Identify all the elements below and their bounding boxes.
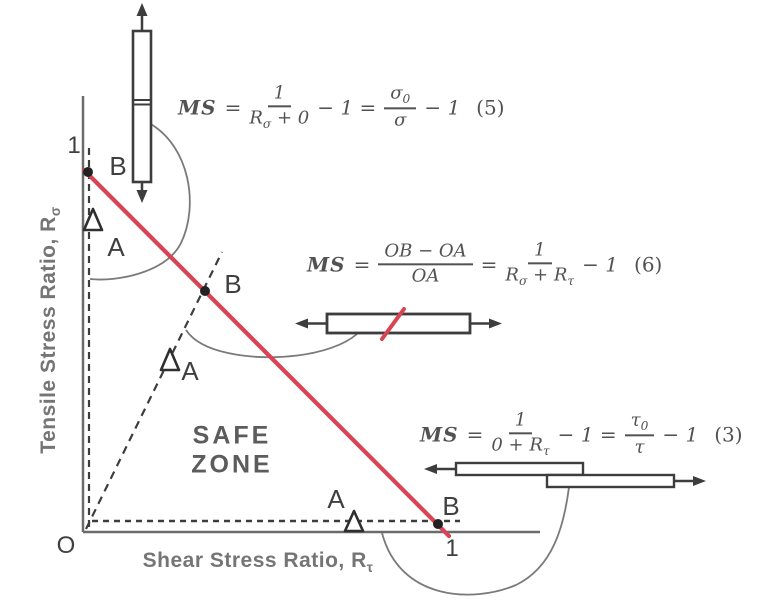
y-axis-title-text: Tensile Stress Ratio, R [36, 216, 60, 454]
eq5-lhs: MS [178, 95, 217, 119]
x-axis-title-text: Shear Stress Ratio, R [142, 548, 367, 572]
y-axis-title-subscript: σ [48, 206, 64, 217]
eq3-fraction-2: τ0 τ [624, 409, 655, 457]
eq6-lhs: MS [307, 252, 346, 276]
eq3-fraction-1: 1 0 + Rτ [491, 410, 549, 458]
eq5-f1-den-sub: σ [262, 116, 272, 131]
point-b-shear-dot [433, 519, 443, 529]
eq3-f1-denominator: 0 + Rτ [491, 434, 549, 458]
shear-specimen-sketch [424, 461, 706, 489]
point-a-combined-triangle [159, 347, 181, 372]
shear-specimen-left-arrowhead-icon [424, 464, 437, 474]
eq5-equals: = [224, 95, 242, 119]
tension-specimen-sketch [131, 3, 153, 203]
equation-3: MS = 1 0 + Rτ − 1 = τ0 τ − 1 (3) [420, 409, 743, 458]
point-b-combined-dot [200, 286, 210, 296]
point-a-combined-label: A [181, 356, 199, 386]
eq6-f2-numerator: 1 [528, 240, 552, 265]
eq5-f2-num-sub: 0 [402, 91, 411, 106]
tension-specimen-top-arrowhead-icon [136, 3, 148, 16]
eq3-mid: − 1 = [557, 422, 617, 446]
eq5-f2-num-var: σ [390, 82, 403, 104]
shear-specimen-top-adherend [454, 461, 585, 477]
eq3-number: (3) [714, 422, 743, 446]
eq6-equals: = [353, 252, 371, 276]
eq6-f1-numerator: OB − OA [378, 241, 473, 265]
origin-label: O [56, 532, 76, 559]
point-a-tension-triangle [82, 207, 104, 232]
equation-5: MS = 1 Rσ + 0 − 1 = σ0 σ − 1 (5) [178, 82, 505, 131]
tension-specimen-bottom-arrowhead-icon [136, 190, 148, 203]
x-axis-title-subscript: τ [366, 560, 374, 576]
eq3-f1-den-sub: τ [542, 443, 550, 458]
combined-specimen-scarf-joint-line [380, 307, 406, 341]
eq6-f1-denominator: OA [411, 265, 440, 286]
safe-zone-line2: ZONE [191, 450, 273, 478]
eq6-number: (6) [634, 252, 663, 276]
eq5-f2-denominator: σ [394, 108, 407, 130]
shear-specimen-right-arrowhead-icon [693, 476, 706, 486]
leader-curve-tension-specimen [89, 122, 191, 281]
safe-zone-label: SAFE ZONE [191, 421, 272, 479]
eq6-f2-den-sub1: σ [518, 273, 528, 288]
eq6-f2-den-sub2: τ [567, 273, 575, 288]
eq3-f2-numerator: τ0 [624, 409, 655, 436]
eq6-fraction-1: OB − OA OA [378, 241, 473, 286]
eq5-number: (5) [476, 95, 505, 119]
y-axis-title: Tensile Stress Ratio, Rσ [37, 206, 63, 453]
point-a-tension-label: A [107, 232, 125, 262]
eq5-mid: − 1 = [317, 95, 377, 119]
safe-zone-line1: SAFE [192, 421, 272, 450]
eq6-fraction-2: 1 Rσ + Rτ [505, 240, 574, 288]
eq6-f2-denominator: Rσ + Rτ [505, 264, 574, 288]
point-b-shear-label: B [442, 491, 460, 521]
point-b-tension-label: B [109, 151, 127, 181]
point-a-shear-label: A [327, 484, 345, 514]
x-axis-title: Shear Stress Ratio, Rτ [143, 549, 374, 575]
combined-specimen-right-arrowhead-icon [489, 318, 502, 329]
point-b-tension-dot [83, 167, 93, 177]
eq5-f1-numerator: 1 [267, 83, 292, 108]
eq6-mid: = [480, 252, 498, 276]
leader-curve-combined-specimen [185, 329, 358, 359]
eq3-f2-num-sub: 0 [640, 418, 649, 433]
eq6-tail: − 1 [582, 252, 619, 276]
eq5-fraction-2: σ0 σ [384, 82, 417, 130]
eq3-f1-den-rest: 0 + R [491, 434, 543, 456]
eq5-f1-den-var: R [249, 107, 263, 129]
eq6-f2-den-var2: + R [527, 264, 568, 286]
leader-curve-shear-specimen [381, 486, 570, 596]
eq5-f2-numerator: σ0 [384, 82, 417, 109]
eq3-equals: = [466, 422, 484, 446]
eq3-f1-numerator: 1 [508, 410, 533, 435]
eq3-tail: − 1 [662, 422, 699, 446]
eq6-f2-den-var1: R [505, 264, 519, 286]
eq3-f2-denominator: τ [634, 435, 645, 457]
equation-6: MS = OB − OA OA = 1 Rσ + Rτ − 1 (6) [307, 240, 663, 288]
combined-specimen-left-arrowhead-icon [295, 318, 308, 329]
load-line-combined [85, 251, 223, 530]
y-axis-tick-1: 1 [67, 132, 81, 159]
tension-specimen-bar [131, 29, 153, 184]
eq3-f2-num-var: τ [630, 409, 641, 431]
x-axis-tick-1: 1 [445, 535, 459, 562]
eq5-f1-denominator: Rσ + 0 [249, 107, 309, 131]
eq5-fraction-1: 1 Rσ + 0 [249, 83, 309, 131]
eq5-tail: − 1 [424, 95, 461, 119]
failure-envelope-line [81, 167, 452, 539]
eq3-lhs: MS [420, 422, 459, 446]
shear-specimen-bottom-adherend [545, 473, 676, 489]
combined-specimen-sketch [295, 307, 502, 341]
eq5-f1-den-rest: + 0 [271, 107, 310, 129]
point-a-shear-triangle [343, 509, 365, 533]
point-b-combined-label: B [224, 269, 242, 299]
